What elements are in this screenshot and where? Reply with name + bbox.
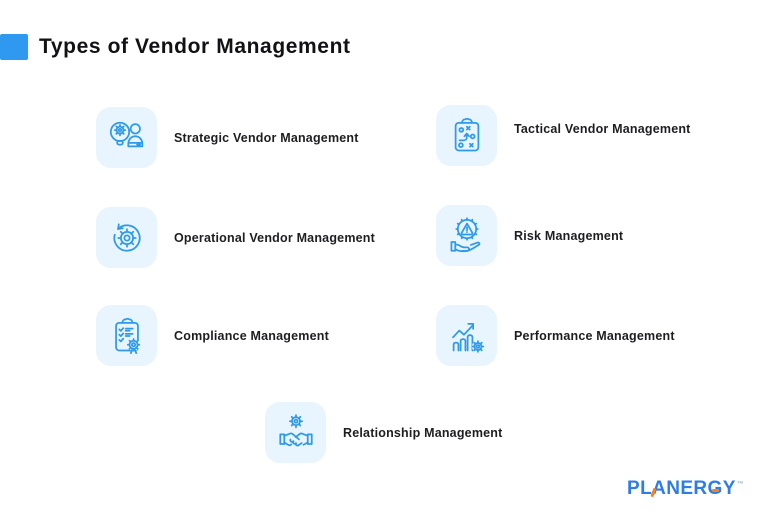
compliance-icon-card: [96, 305, 157, 366]
item-label: Strategic Vendor Management: [174, 130, 359, 145]
operational-icon-card: [96, 207, 157, 268]
page-title: Types of Vendor Management: [39, 35, 351, 58]
item-label: Operational Vendor Management: [174, 230, 375, 245]
logo-orange-accent-g: [712, 489, 719, 493]
item-tactical-vendor-management: Tactical Vendor Management: [436, 105, 691, 166]
item-label: Performance Management: [514, 328, 675, 343]
clipboard-strategy-icon: [454, 117, 479, 151]
item-relationship-management: Relationship Management: [265, 402, 502, 463]
item-label: Relationship Management: [343, 425, 503, 440]
planergy-logo: PLANERGY™: [627, 479, 744, 503]
tactical-icon-card: [436, 105, 497, 166]
handshake-gear-icon: [278, 413, 313, 446]
growth-chart-gear-icon: [451, 322, 484, 353]
risk-icon-card: [436, 205, 497, 266]
item-label: Tactical Vendor Management: [514, 121, 691, 136]
relationship-icon-card: [265, 402, 326, 463]
hand-warning-badge-icon: [450, 216, 480, 252]
item-label: Compliance Management: [174, 328, 329, 343]
gear-refresh-icon: [112, 222, 141, 252]
strategic-icon-card: [96, 107, 157, 168]
item-risk-management: Risk Management: [436, 205, 623, 266]
clipboard-checklist-award-icon: [114, 317, 140, 354]
planergy-logo-text: PLANERGY: [627, 478, 736, 499]
item-compliance-management: Compliance Management: [96, 305, 329, 366]
title-row: Types of Vendor Management: [0, 34, 351, 60]
item-operational-vendor-management: Operational Vendor Management: [96, 207, 375, 268]
lightbulb-gear-person-icon: [109, 121, 143, 147]
performance-icon-card: [436, 305, 497, 366]
title-accent-square: [0, 34, 28, 60]
trademark-symbol: ™: [736, 481, 745, 488]
item-label: Risk Management: [514, 228, 624, 243]
item-strategic-vendor-management: Strategic Vendor Management: [96, 107, 359, 168]
item-performance-management: Performance Management: [436, 305, 675, 366]
